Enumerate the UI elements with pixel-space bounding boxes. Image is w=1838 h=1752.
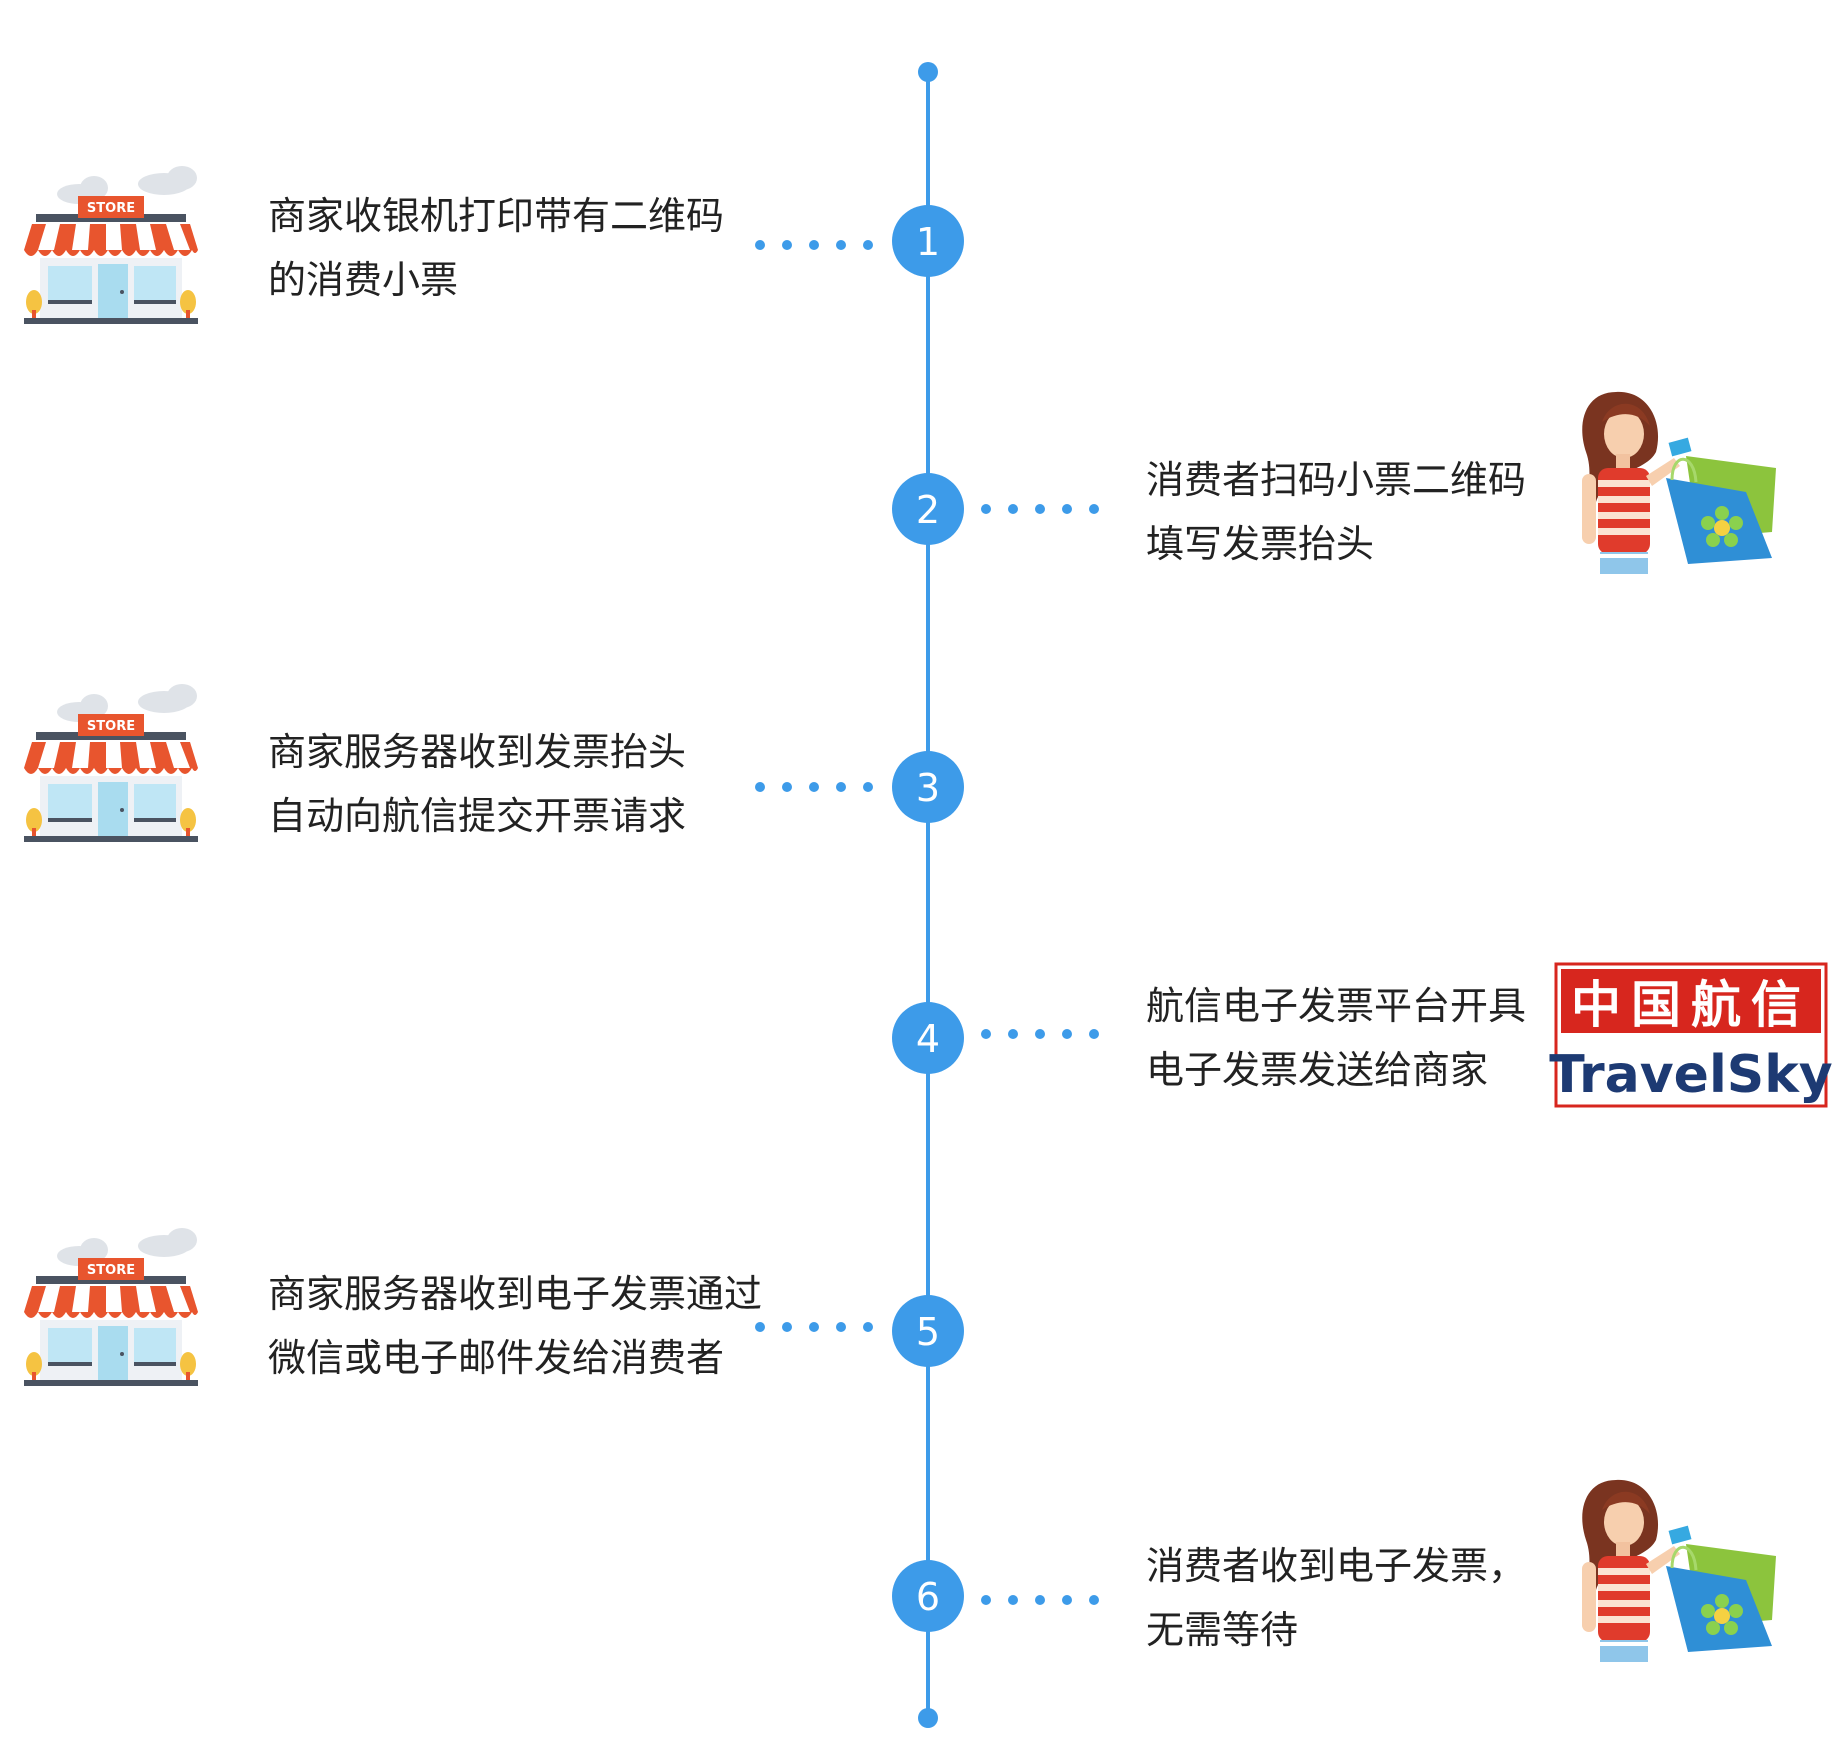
step-5-description: 商家服务器收到电子发票通过 微信或电子邮件发给消费者 bbox=[268, 1262, 762, 1390]
storefront-icon: STORE bbox=[24, 1228, 198, 1386]
step-5: 5 STORE bbox=[24, 1228, 964, 1386]
step-1: 1 STORE bbox=[24, 166, 964, 324]
step-2-line-1: 消费者扫码小票二维码 bbox=[1146, 458, 1527, 502]
step-2-description: 消费者扫码小票二维码 填写发票抬头 bbox=[1146, 448, 1526, 576]
step-4-node bbox=[892, 1002, 964, 1074]
step-1-connector-dots bbox=[755, 240, 873, 250]
step-5-node bbox=[892, 1295, 964, 1367]
step-6-line-1: 消费者收到电子发票， bbox=[1146, 1544, 1527, 1588]
step-4: 4 中国航信 TravelSky bbox=[892, 962, 1833, 1108]
step-1-line-1: 商家收银机打印带有二维码 bbox=[268, 194, 725, 238]
step-5-line-1: 商家服务器收到电子发票通过 bbox=[268, 1272, 763, 1316]
step-3: 3 STORE bbox=[24, 684, 964, 842]
step-5-number: 5 bbox=[916, 1310, 940, 1354]
timeline-start-dot bbox=[918, 62, 938, 82]
step-3-connector-dots bbox=[755, 782, 873, 792]
step-2: 2 bbox=[892, 390, 1778, 576]
store-sign-text: STORE bbox=[87, 719, 135, 734]
step-6-number: 6 bbox=[916, 1575, 940, 1619]
step-1-line-2: 的消费小票 bbox=[268, 258, 459, 302]
step-3-number: 3 bbox=[916, 766, 940, 810]
step-5-connector-dots bbox=[755, 1322, 873, 1332]
travelsky-logo: 中国航信 TravelSky bbox=[1549, 962, 1833, 1108]
step-1-node bbox=[892, 205, 964, 277]
step-6-line-2: 无需等待 bbox=[1146, 1608, 1299, 1652]
step-2-number: 2 bbox=[916, 488, 940, 532]
step-2-connector-dots bbox=[981, 504, 1099, 514]
step-1-number: 1 bbox=[916, 220, 940, 264]
step-3-description: 商家服务器收到发票抬头 自动向航信提交开票请求 bbox=[268, 720, 686, 848]
shopping-woman-icon bbox=[1580, 390, 1778, 576]
step-6: 6 bbox=[892, 1478, 1778, 1664]
step-4-line-1: 航信电子发票平台开具 bbox=[1146, 984, 1527, 1028]
logo-cn-text: 中国航信 bbox=[1571, 976, 1811, 1034]
step-4-connector-dots bbox=[981, 1029, 1099, 1039]
step-6-node bbox=[892, 1560, 964, 1632]
store-sign-text: STORE bbox=[87, 201, 135, 216]
step-3-node bbox=[892, 751, 964, 823]
step-2-line-2: 填写发票抬头 bbox=[1146, 522, 1375, 566]
shopping-woman-icon bbox=[1580, 1478, 1778, 1664]
logo-en-text: TravelSky bbox=[1549, 1045, 1832, 1105]
step-3-line-1: 商家服务器收到发票抬头 bbox=[268, 730, 687, 774]
step-3-line-2: 自动向航信提交开票请求 bbox=[268, 794, 687, 838]
step-5-line-2: 微信或电子邮件发给消费者 bbox=[268, 1336, 725, 1380]
storefront-icon: STORE bbox=[24, 684, 198, 842]
step-4-line-2: 电子发票发送给商家 bbox=[1146, 1048, 1489, 1092]
timeline-end-dot bbox=[918, 1708, 938, 1728]
step-2-node bbox=[892, 473, 964, 545]
step-4-description: 航信电子发票平台开具 电子发票发送给商家 bbox=[1146, 974, 1526, 1102]
step-6-connector-dots bbox=[981, 1595, 1099, 1605]
step-6-description: 消费者收到电子发票， 无需等待 bbox=[1146, 1534, 1526, 1662]
step-4-number: 4 bbox=[916, 1017, 940, 1061]
storefront-icon: STORE bbox=[24, 166, 198, 324]
store-sign-text: STORE bbox=[87, 1263, 135, 1278]
step-1-description: 商家收银机打印带有二维码 的消费小票 bbox=[268, 184, 724, 312]
